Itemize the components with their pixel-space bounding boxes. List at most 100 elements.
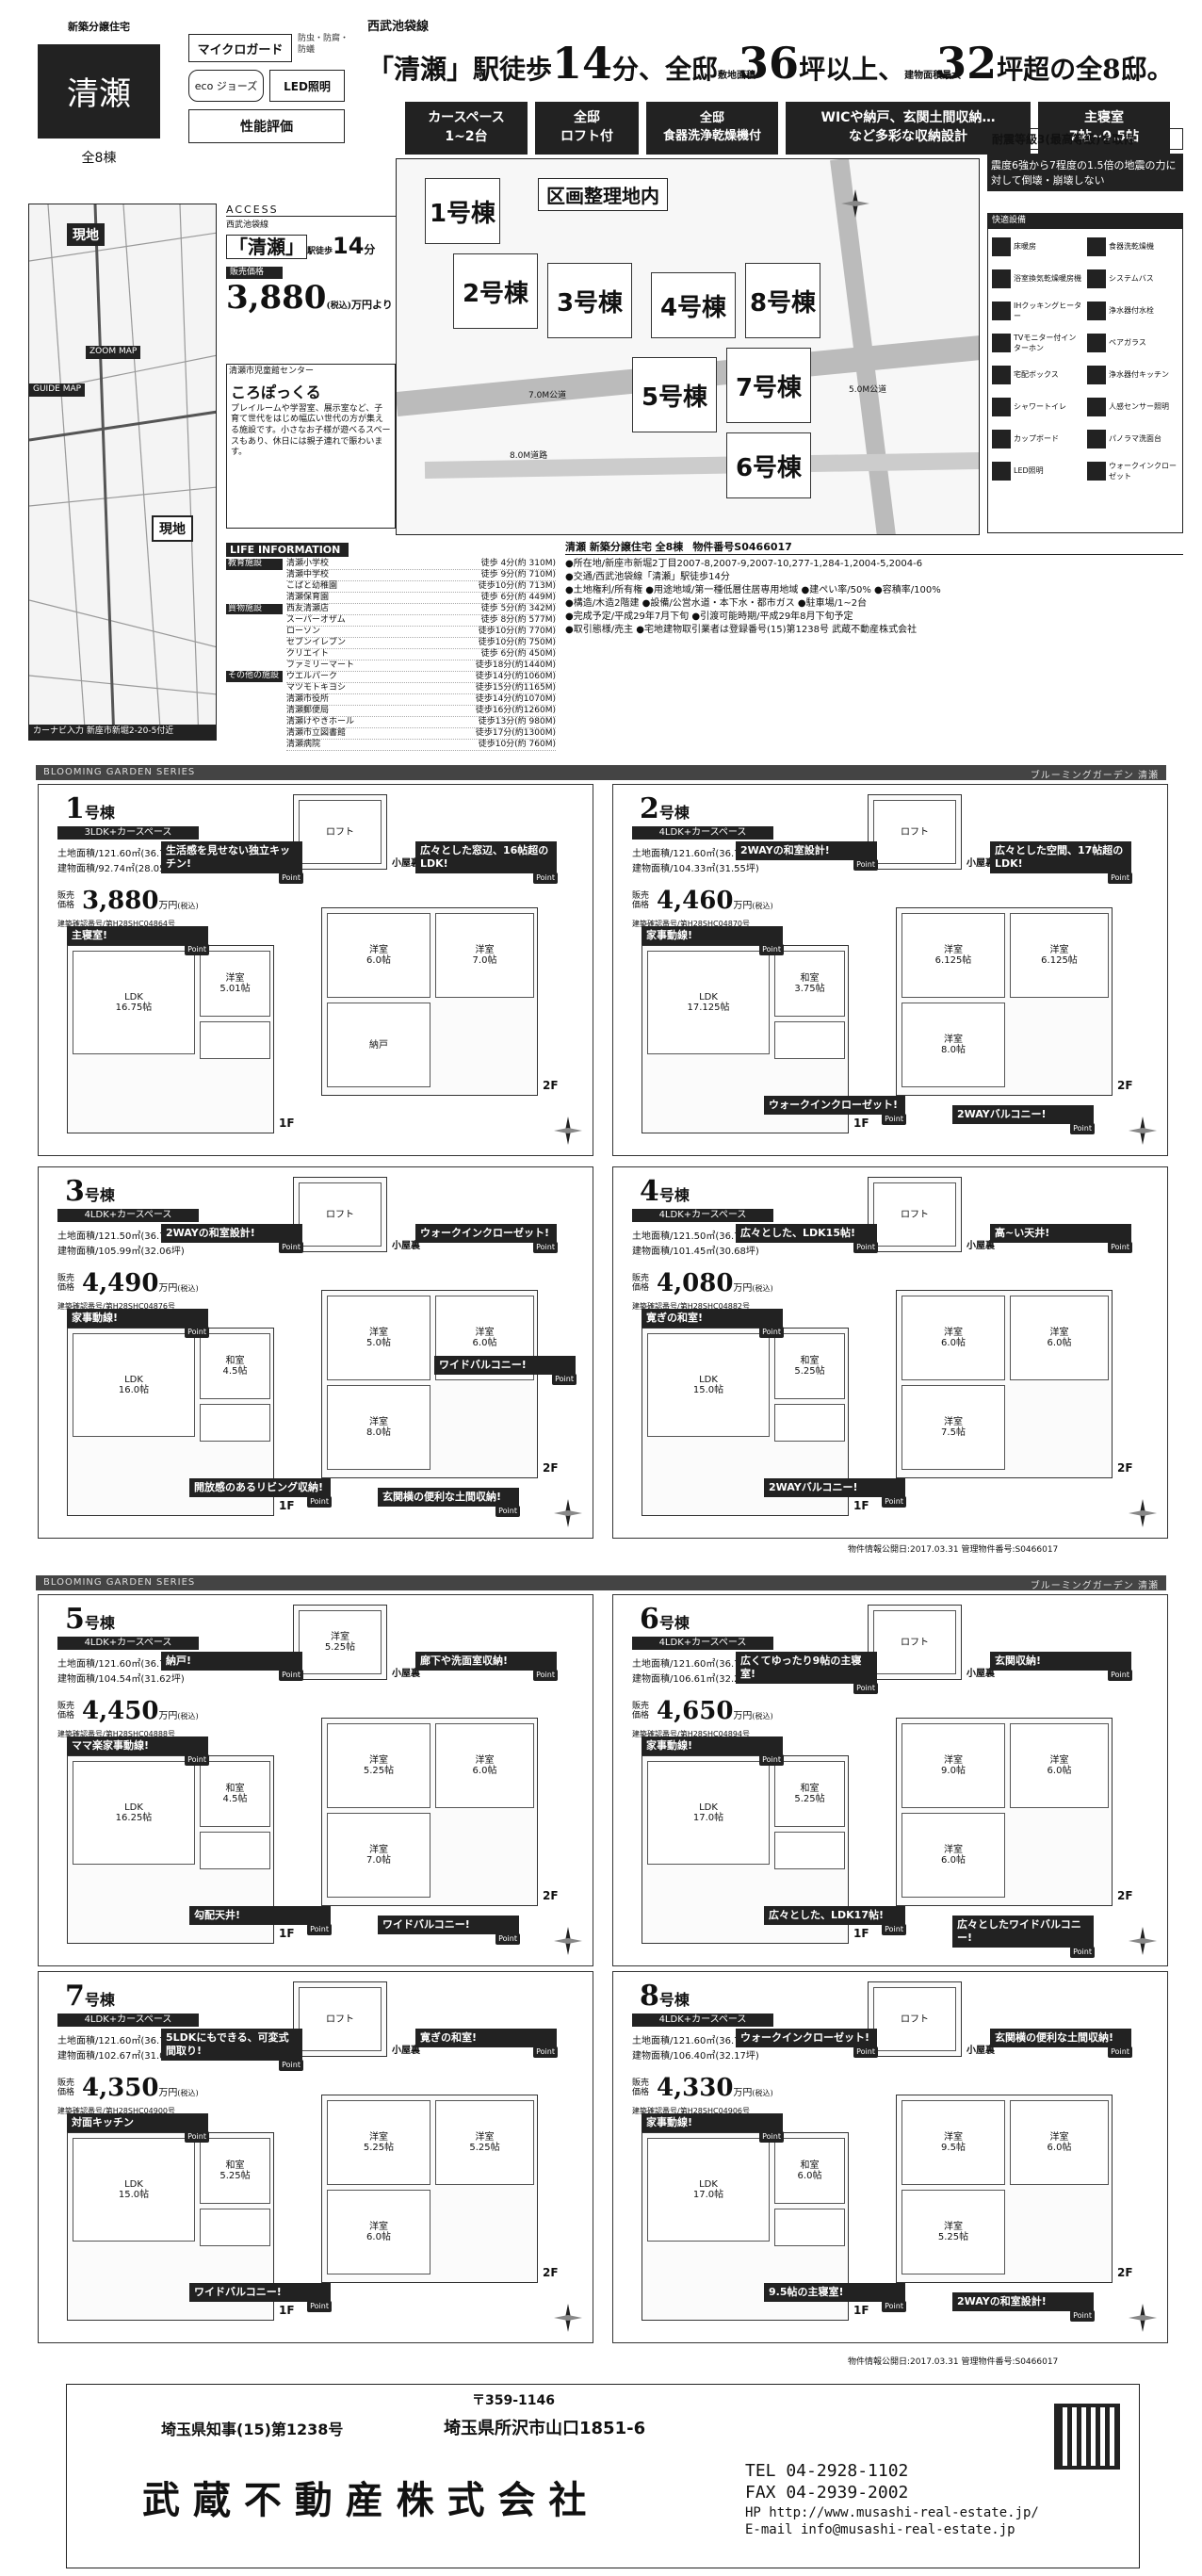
life-rows: 清瀬小学校徒歩 4分(約 310M)清瀬中学校徒歩 9分(約 710M)こばと幼… (286, 559, 556, 751)
room-utility (774, 1404, 845, 1442)
callout-title: ワイドバルコニー! (379, 1916, 518, 1933)
footer-hp[interactable]: HP http://www.musashi-real-estate.jp/ (745, 2504, 1039, 2520)
callout-title: 5LDKにもできる、可変式間取り! (162, 2030, 301, 2060)
point-badge: Point (185, 943, 209, 955)
point-badge: Point (533, 2046, 558, 2058)
feature-callout: 2WAYバルコニー!Point (764, 1478, 906, 1508)
point-badge: Point (882, 2300, 906, 2312)
point-badge: Point (1108, 1669, 1132, 1681)
room-utility (200, 1404, 270, 1442)
land-area: 土地面積/121.60㎡(36.78坪) (632, 2036, 759, 2046)
access-price: 3,880(税込)万円より (226, 279, 396, 317)
floor-plan-2f: 洋室 6.125帖洋室 6.125帖洋室 8.0帖 (896, 907, 1113, 1096)
room: ロフト (299, 800, 382, 864)
room: 洋室 6.0帖 (327, 913, 430, 998)
life-row-name: 清瀬市立図書館 (286, 728, 347, 738)
life-row-time: 徒歩16分(約1260M) (475, 706, 556, 715)
room: 洋室 9.5帖 (902, 2100, 1005, 2185)
callout-title: ママ楽家事動線! (68, 1737, 207, 1754)
permit-no: 建築確認番号/第H28SHC04888号 (57, 1730, 176, 1738)
point-badge: Point (1108, 872, 1132, 884)
feature-callout: 2WAYの和室設計!Point (161, 1224, 303, 1253)
compass-icon (554, 2304, 582, 2332)
layout-type: 4LDK+カースペース (57, 2014, 199, 2027)
point-badge: Point (307, 1923, 332, 1935)
room-utility (200, 1832, 270, 1869)
guide-map: 現地 ZOOM MAP GUIDE MAP 現地 カーナビ入力 新座市新堀2-2… (28, 204, 217, 741)
feature-callout: 生活感を見せない独立キッチン!Point (161, 841, 303, 884)
callout-title: 広々とした窓辺、16帖超のLDK! (416, 842, 556, 872)
life-row: 清瀬病院徒歩10分(約 760M) (286, 740, 556, 751)
lot-3-label: 3号棟 (556, 288, 624, 318)
building-area: 建物面積/106.40㎡(32.17坪) (632, 2051, 759, 2062)
access-station: 「清瀬」 (226, 234, 307, 259)
callout-title: 玄関横の便利な土間収納! (379, 1489, 518, 1506)
compass-icon (554, 1117, 582, 1145)
callout-title: ワイドバルコニー! (190, 2284, 330, 2301)
feature-carspace: カースペース 1~2台 (405, 102, 528, 155)
house-number: 2号棟 (640, 792, 690, 825)
room: LDK 17.0帖 (647, 1761, 770, 1865)
room: 和室 5.25帖 (774, 1761, 845, 1827)
footer-tel: TEL 04-2928-1102 (745, 2461, 909, 2481)
floor-label-1f: 1F (279, 1927, 295, 1940)
footer-fax: FAX 04-2939-2002 (745, 2483, 909, 2503)
house-number-value: 8 (640, 1980, 659, 2013)
price-value: 4,330 (657, 2074, 734, 2102)
floor-plan-1f: LDK 16.25帖和室 4.5帖 (67, 1755, 274, 1944)
house-number-value: 6 (640, 1603, 659, 1636)
point-badge: Point (882, 1113, 906, 1125)
callout-title: 開放感のあるリビング収納! (190, 1479, 330, 1496)
footer-company: 武 蔵 不 動 産 株 式 会 社 (142, 2478, 587, 2522)
feature-callout: 家事動線!Point (642, 926, 784, 955)
house-number-value: 1 (65, 792, 85, 825)
price-value: 4,080 (657, 1269, 734, 1297)
room: 洋室 6.0帖 (435, 1723, 534, 1808)
equipment-label: シャワートイレ (1014, 402, 1066, 412)
building-area: 建物面積/106.61㎡(32.24坪) (632, 1674, 759, 1685)
road-label-2: 8.0M道路 (510, 451, 548, 461)
floor-plan-loft: ロフト (293, 1981, 387, 2057)
price-unit: 万円 (733, 1711, 753, 1721)
lot-5-label: 5号棟 (641, 383, 708, 412)
floor-label-2f: 2F (1117, 1079, 1133, 1092)
feature-callout: ワイドバルコニー!Point (189, 2283, 332, 2312)
price-label: 販売価格 (632, 1702, 650, 1720)
building-area: 建物面積/105.99㎡(32.06坪) (57, 1247, 185, 1257)
life-row: 清瀬中学校徒歩 9分(約 710M) (286, 570, 556, 581)
footer-email[interactable]: E-mail info@musashi-real-estate.jp (745, 2521, 1015, 2537)
room-utility (774, 2209, 845, 2246)
callout-title: 広々とした、LDK17帖! (765, 1907, 904, 1924)
point-badge: Point (853, 1682, 878, 1694)
room: LDK 16.25帖 (73, 1761, 195, 1865)
life-row: 清瀬保育園徒歩 6分(約 449M) (286, 593, 556, 604)
floor-label-1f: 1F (853, 1927, 869, 1940)
life-row: 清瀬市役所徒歩14分(約1070M) (286, 694, 556, 706)
lot-2: 2号棟 (453, 253, 538, 329)
point-badge: Point (1108, 1241, 1132, 1253)
point-badge: Point (1108, 2046, 1132, 2058)
feature-callout: 寛ぎの和室!Point (642, 1309, 784, 1338)
callout-title: 納戸! (162, 1653, 301, 1670)
equipment-label: 浄水器付キッチン (1109, 370, 1169, 380)
point-badge: Point (279, 1241, 303, 1253)
feature-dishwasher: 全邸 食器洗浄乾燥機付 (646, 102, 778, 155)
layout-type: 4LDK+カースペース (632, 1637, 773, 1650)
equipment-icon (992, 269, 1011, 288)
life-row: ウエルパーク徒歩14分(約1060M) (286, 672, 556, 683)
life-row-name: マツモトキヨシ (286, 683, 347, 693)
room-utility (200, 1021, 270, 1059)
feature-callout: ママ楽家事動線!Point (67, 1736, 209, 1766)
room: 洋室 6.125帖 (1010, 913, 1109, 998)
feature-callout: 主寝室!Point (67, 926, 209, 955)
feature-callout: 2WAYバルコニー!Point (952, 1105, 1095, 1134)
life-row: 清瀬市立図書館徒歩17分(約1300M) (286, 728, 556, 740)
price-label: 販売価格 (632, 891, 650, 910)
life-row-name: 清瀬市役所 (286, 694, 330, 704)
callout-title: 広々としたワイドバルコニー! (953, 1916, 1093, 1947)
